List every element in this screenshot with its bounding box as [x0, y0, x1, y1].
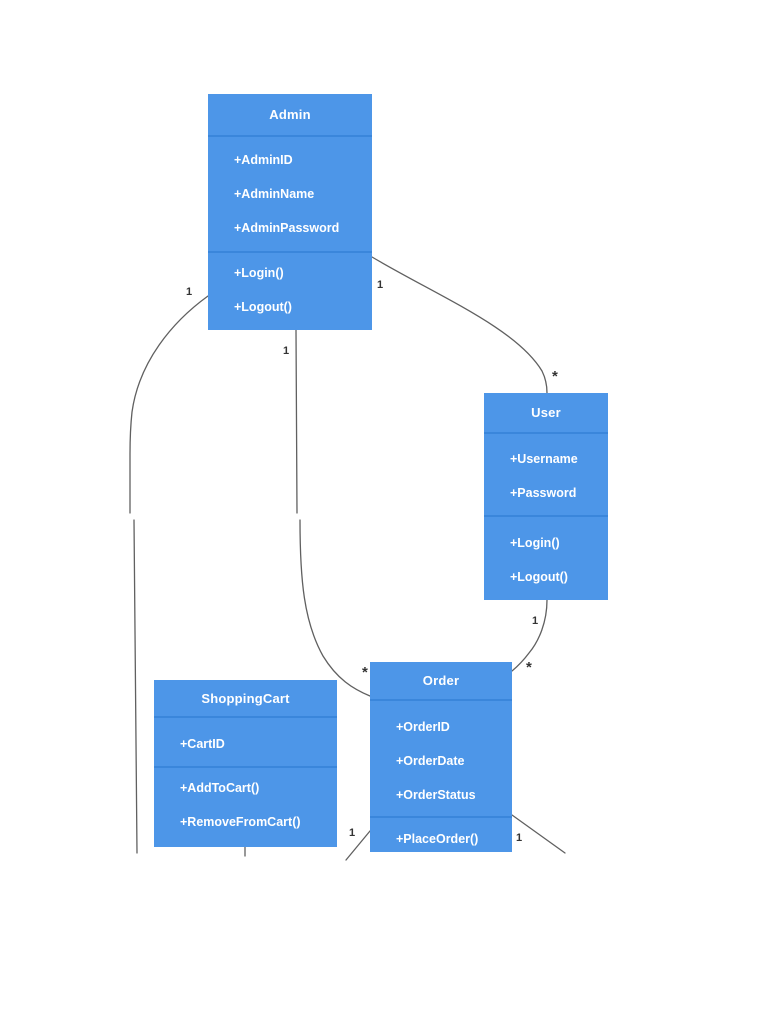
connector-admin-user: [371, 256, 548, 394]
connector-admin-order-upper: [295, 329, 298, 514]
connector-admin-left-curve: [129, 295, 209, 514]
class-method: +Logout(): [234, 300, 292, 314]
class-method: +Logout(): [510, 570, 568, 584]
class-methods-admin: +Login() +Logout(): [208, 253, 372, 330]
class-method: +PlaceOrder(): [396, 832, 479, 846]
class-box-order: Order +OrderID +OrderDate +OrderStatus +…: [370, 662, 512, 852]
multiplicity-order-bottom-left: 1: [349, 827, 356, 839]
class-attribute: +CartID: [180, 737, 225, 751]
multiplicity-user-order-order-end: *: [526, 659, 532, 676]
class-box-admin: Admin +AdminID +AdminName +AdminPassword…: [208, 94, 372, 330]
class-attributes-order: +OrderID +OrderDate +OrderStatus: [370, 701, 512, 818]
class-title-admin: Admin: [208, 94, 372, 137]
class-title-user: User: [484, 393, 608, 434]
multiplicity-admin-order-order-end: *: [362, 664, 368, 681]
class-box-shoppingcart: ShoppingCart +CartID +AddToCart() +Remov…: [154, 680, 337, 847]
multiplicity-admin-user-user-end: *: [552, 368, 558, 385]
connector-admin-left-vertical: [133, 519, 138, 854]
class-method: +RemoveFromCart(): [180, 815, 301, 829]
class-attribute: +AdminName: [234, 187, 315, 201]
class-attribute: +Password: [510, 486, 577, 500]
class-attribute: +Username: [510, 452, 578, 466]
class-methods-user: +Login() +Logout(): [484, 517, 608, 600]
class-method: +AddToCart(): [180, 781, 260, 795]
class-attribute: +OrderStatus: [396, 788, 476, 802]
multiplicity-admin-left: 1: [186, 286, 193, 298]
class-title-order: Order: [370, 662, 512, 701]
class-methods-shoppingcart: +AddToCart() +RemoveFromCart(): [154, 768, 337, 847]
class-attributes-shoppingcart: +CartID: [154, 718, 337, 768]
class-attributes-user: +Username +Password: [484, 434, 608, 517]
multiplicity-admin-order-admin-end: 1: [283, 345, 290, 357]
class-title-shoppingcart: ShoppingCart: [154, 680, 337, 718]
connector-admin-order-lower: [299, 519, 371, 697]
class-attribute: +AdminID: [234, 153, 293, 167]
class-attribute: +OrderDate: [396, 754, 465, 768]
multiplicity-admin-user-admin-end: 1: [377, 279, 384, 291]
class-method: +Login(): [510, 536, 560, 550]
class-attribute: +AdminPassword: [234, 221, 340, 235]
multiplicity-user-order-user-end: 1: [532, 615, 539, 627]
multiplicity-order-bottom-right: 1: [516, 832, 523, 844]
class-methods-order: +PlaceOrder(): [370, 818, 512, 852]
class-attribute: +OrderID: [396, 720, 450, 734]
class-box-user: User +Username +Password +Login() +Logou…: [484, 393, 608, 600]
class-method: +Login(): [234, 266, 284, 280]
class-attributes-admin: +AdminID +AdminName +AdminPassword: [208, 137, 372, 253]
